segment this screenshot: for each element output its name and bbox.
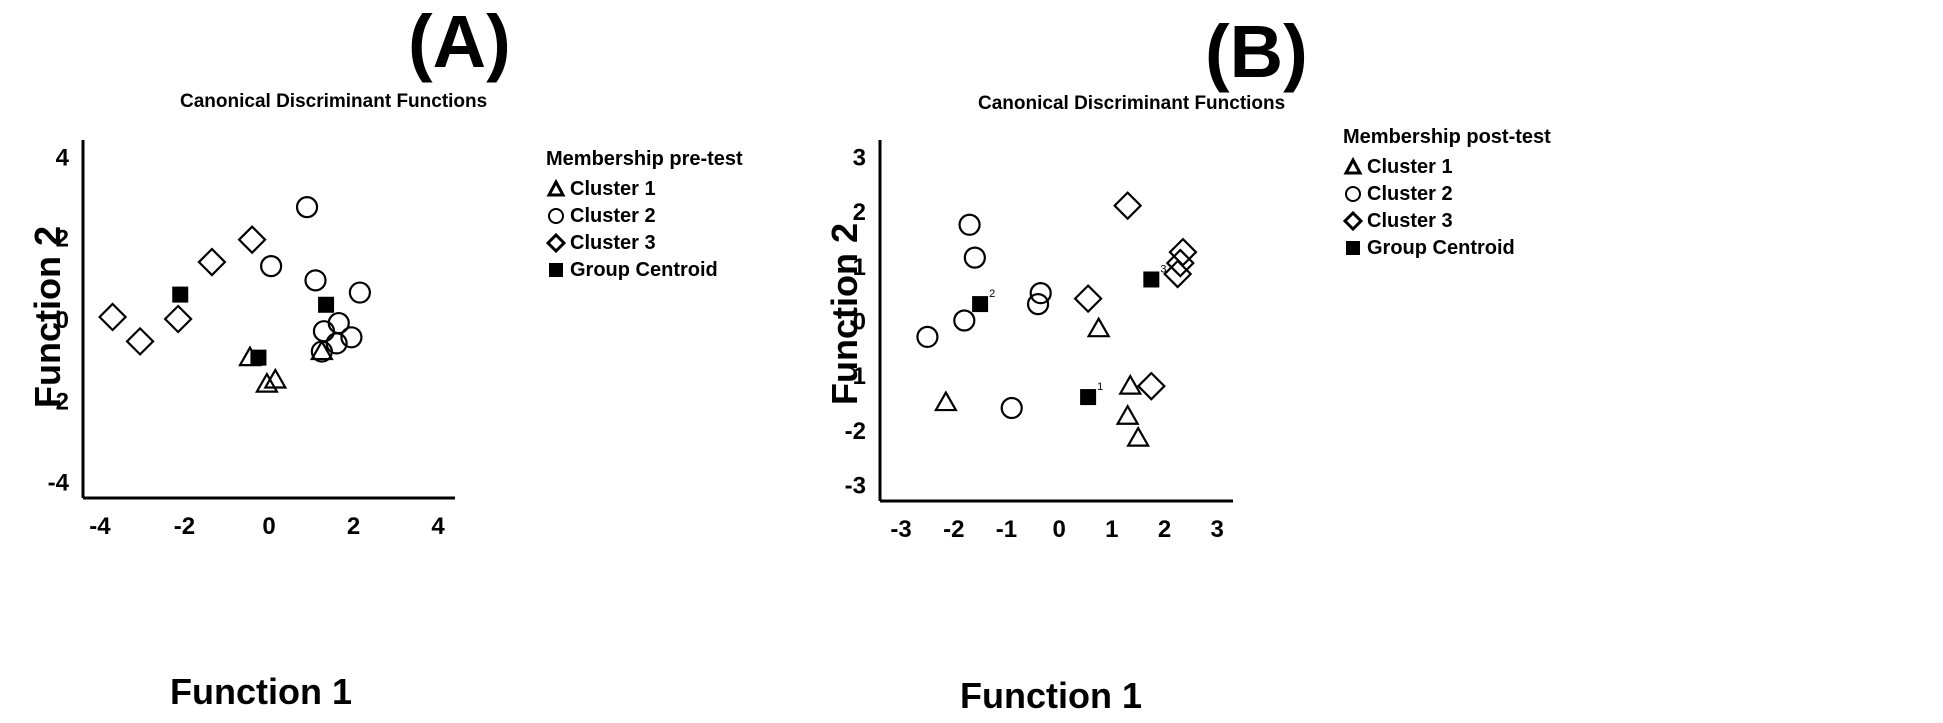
- chart-b-point-cluster-2: [916, 325, 939, 349]
- legend-a-label: Cluster 2: [570, 204, 656, 227]
- chart-b-point-cluster-3: [1136, 371, 1166, 401]
- legend-a-item-cluster-2: Cluster 2: [546, 202, 743, 229]
- chart-a-y-tick-label: 4: [56, 144, 70, 171]
- chart-b-x-tick-label: -2: [943, 516, 964, 543]
- chart-b-y-tick-label: 2: [853, 199, 866, 226]
- legend-b-label: Cluster 1: [1367, 155, 1453, 178]
- chart-b-x-tick-label: 2: [1158, 516, 1171, 543]
- chart-a-point-cluster-2: [340, 326, 363, 349]
- chart-b-xlabel: Function 1: [960, 675, 1142, 716]
- chart-a-point-cluster-2: [295, 196, 319, 219]
- chart-b-point-cluster-2: [1029, 282, 1052, 305]
- legend-b-label: Group Centroid: [1367, 236, 1515, 259]
- chart-a-point-cluster-3: [98, 302, 128, 332]
- legend-a-title: Membership pre-test: [546, 148, 743, 170]
- panel-b-label: (B): [1205, 10, 1308, 93]
- chart-b-point-cluster-1: [1118, 373, 1143, 395]
- chart-b-point-cluster-3: [1165, 248, 1195, 278]
- chart-a-y-tick-label: -2: [48, 388, 69, 415]
- legend-a-item-centroid: Group Centroid: [546, 256, 743, 283]
- legend-b-item-cluster-2: Cluster 2: [1343, 180, 1551, 207]
- chart-b-point-cluster-2: [1000, 396, 1023, 420]
- chart-b-point-cluster-2: [963, 246, 986, 269]
- legend-b-label: Cluster 3: [1367, 209, 1453, 232]
- chart-a-legend: Membership pre-test Cluster 1 Cluster 2 …: [546, 149, 743, 283]
- chart-b-legend: Membership post-test Cluster 1 Cluster 2…: [1343, 127, 1551, 261]
- chart-a-point-cluster-3: [163, 304, 193, 334]
- legend-b-item-cluster-1: Cluster 1: [1343, 153, 1551, 180]
- chart-b-point-cluster-3: [1163, 259, 1193, 289]
- chart-a-point-group-centroid: [250, 349, 267, 366]
- chart-a-x-tick-label: 0: [262, 513, 275, 540]
- square-filled-icon: [549, 262, 563, 277]
- chart-a-point-group-centroid: [318, 296, 335, 313]
- chart-b-y-tick-label: -3: [845, 473, 866, 500]
- chart-a-xlabel: Function 1: [170, 671, 352, 712]
- chart-b-point-cluster-2: [953, 309, 976, 332]
- triangle-open-icon: [546, 178, 566, 196]
- chart-b-x-tick-label: -1: [996, 516, 1017, 543]
- chart-a-point-cluster-3: [237, 225, 267, 255]
- chart-b-y-tick-label: 0: [853, 309, 866, 336]
- chart-b-point-group-centroid: [1080, 389, 1097, 406]
- chart-a-x-tick-label: -2: [174, 513, 195, 540]
- chart-b-x-tick-label: -3: [890, 516, 911, 543]
- chart-b-point-cluster-1: [1115, 404, 1140, 425]
- square-filled-icon: [1346, 240, 1360, 255]
- chart-a-y-tick-label: -4: [48, 470, 70, 497]
- circle-open-icon: [548, 207, 564, 224]
- circle-open-icon: [1345, 185, 1361, 202]
- chart-b-x-tick-label: 1: [1105, 516, 1118, 543]
- chart-a-point-cluster-2: [310, 340, 333, 363]
- chart-a-x-tick-label: 4: [431, 513, 445, 540]
- chart-b-point-cluster-1: [1086, 316, 1111, 338]
- chart-b-centroid-label: 3: [1160, 263, 1166, 275]
- chart-a-point-cluster-2: [304, 269, 327, 292]
- chart-a-point-cluster-1: [254, 371, 279, 393]
- diamond-open-icon: [1343, 210, 1363, 231]
- chart-a-point-group-centroid: [172, 286, 189, 303]
- chart-b-point-cluster-3: [1073, 284, 1103, 314]
- chart-b-point-cluster-1: [933, 390, 958, 412]
- chart-a-point-cluster-2: [348, 281, 371, 304]
- chart-a-point-cluster-2: [260, 255, 283, 278]
- chart-b-point-cluster-2: [958, 213, 981, 236]
- legend-b-item-cluster-3: Cluster 3: [1343, 207, 1551, 234]
- chart-b-centroid-label: 1: [1097, 381, 1103, 393]
- legend-b-label: Cluster 2: [1367, 182, 1453, 205]
- chart-a-point-cluster-3: [197, 247, 227, 277]
- chart-b-point-cluster-3: [1113, 191, 1143, 221]
- panel-a-label: (A): [408, 0, 511, 83]
- legend-a-label: Cluster 1: [570, 177, 656, 200]
- chart-a-title: Canonical Discriminant Functions: [180, 91, 488, 112]
- chart-a-plot: -4 -2 0 2 4 -4 -2 0 2 4: [48, 140, 455, 540]
- chart-b-point-cluster-1: [1126, 425, 1151, 447]
- chart-a-x-tick-label: -4: [89, 513, 111, 540]
- chart-b-x-tick-label: 0: [1052, 516, 1065, 543]
- chart-b-centroid-label: 2: [989, 288, 995, 300]
- chart-b-y-tick-label: -2: [845, 418, 866, 445]
- legend-a-item-cluster-1: Cluster 1: [546, 175, 743, 202]
- chart-b-point-cluster-2: [1026, 292, 1050, 316]
- legend-b-item-centroid: Group Centroid: [1343, 234, 1551, 261]
- triangle-open-icon: [1343, 156, 1363, 174]
- legend-b-title: Membership post-test: [1343, 126, 1551, 148]
- chart-a-point-cluster-1: [309, 339, 334, 361]
- chart-b-y-tick-label: 1: [853, 254, 866, 281]
- chart-b-x-tick-label: 3: [1211, 516, 1224, 543]
- chart-b-y-tick-label: 3: [853, 144, 866, 171]
- chart-b-y-tick-label: -1: [845, 363, 866, 390]
- chart-a-x-tick-label: 2: [347, 513, 360, 540]
- chart-a-y-tick-label: 0: [56, 307, 69, 334]
- legend-a-label: Group Centroid: [570, 258, 718, 281]
- legend-a-item-cluster-3: Cluster 3: [546, 229, 743, 256]
- legend-a-label: Cluster 3: [570, 231, 656, 254]
- chart-b-point-group-centroid: [972, 296, 989, 313]
- diamond-open-icon: [546, 232, 566, 253]
- chart-b-title: Canonical Discriminant Functions: [978, 93, 1286, 114]
- chart-a-point-cluster-3: [125, 326, 155, 356]
- chart-a-y-tick-label: 2: [56, 226, 69, 253]
- chart-b-point-group-centroid: [1143, 271, 1160, 288]
- chart-b-plot: -3 -2 -1 0 1 2 3 -3 -2 -1 0 1 2 3 1 2 3: [845, 140, 1233, 543]
